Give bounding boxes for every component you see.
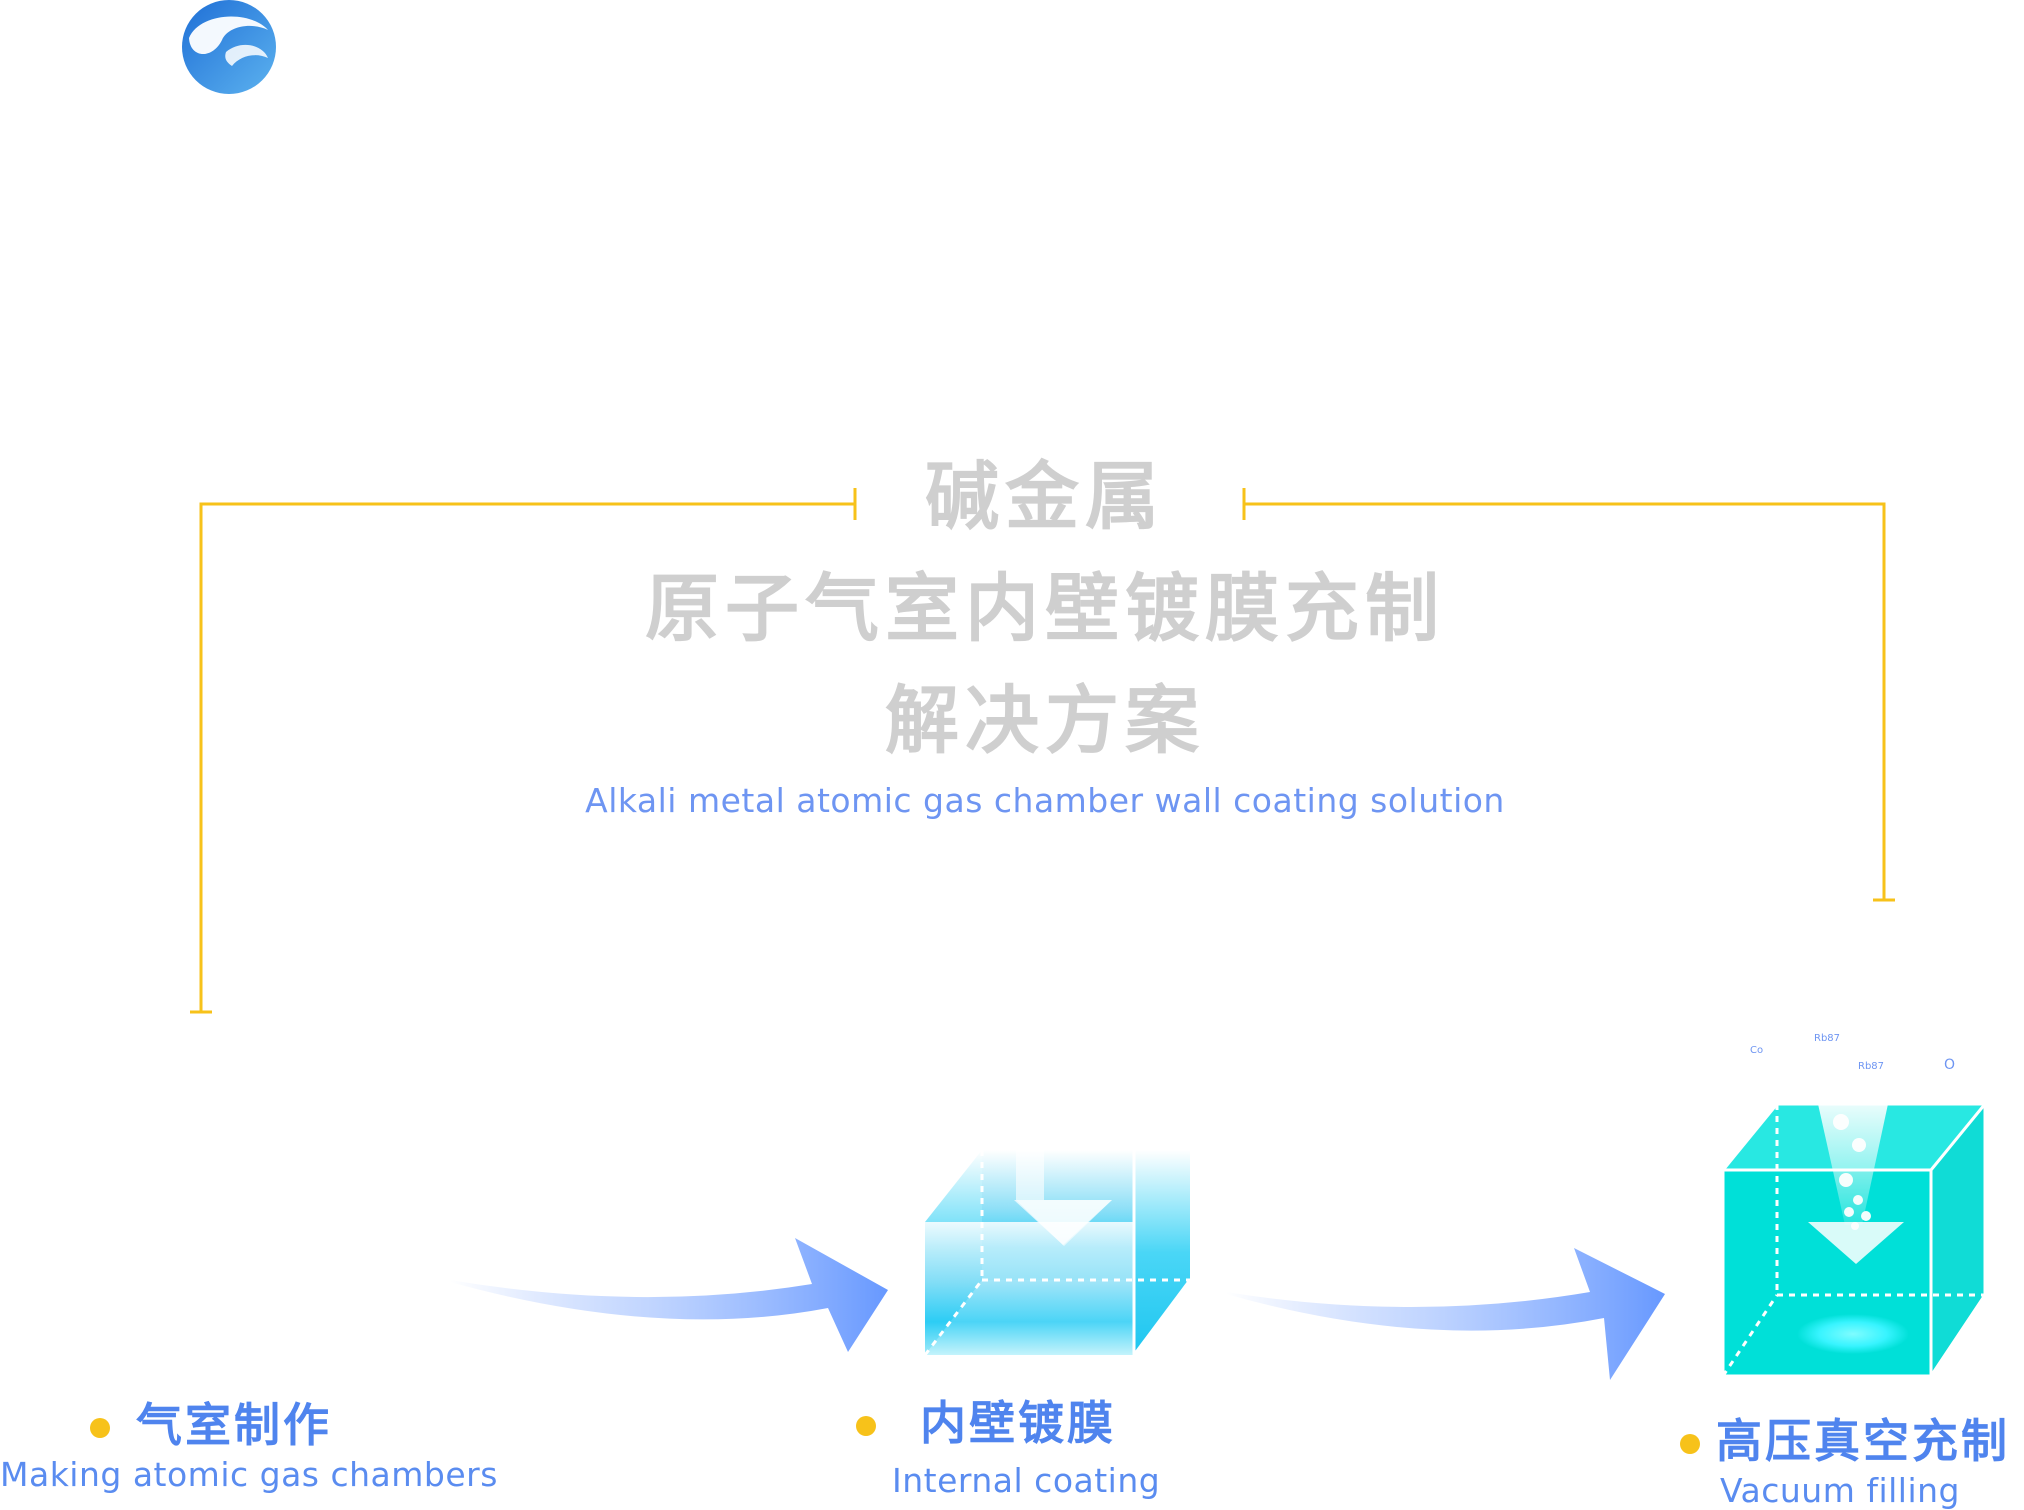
vacuum-box [1721, 1102, 1987, 1378]
step-bullet [1680, 1434, 1700, 1454]
flow-arrow-2 [1226, 1248, 1665, 1380]
gas-label-co: Co [1750, 1045, 1764, 1056]
title-line-2: 原子气室内壁镀膜充制 [645, 566, 1445, 652]
gas-label-rb87: Rb87 [1858, 1061, 1885, 1072]
step-title-zh: 内壁镀膜 [920, 1396, 1116, 1450]
step-title-en: Vacuum filling [1720, 1471, 1960, 1510]
gas-label-o2: O [1944, 1057, 1956, 1073]
step-bullet [856, 1416, 876, 1436]
title-line-3: 解决方案 [885, 678, 1205, 764]
step-title-en: Internal coating [892, 1461, 1161, 1500]
gas-label-rb87: Rb87 [1814, 1033, 1841, 1044]
step-title-zh: 气室制作 [136, 1398, 332, 1452]
subtitle: Alkali metal atomic gas chamber wall coa… [585, 781, 1505, 820]
logo-icon [182, 0, 276, 94]
flow-arrow-1 [450, 1238, 888, 1352]
title-line-1: 碱金属 [925, 454, 1165, 540]
step-bullet [90, 1418, 110, 1438]
step-title-en: Making atomic gas chambers [0, 1455, 498, 1494]
bracket-lines [190, 488, 1895, 1014]
step-title-zh: 高压真空充制 [1716, 1414, 2010, 1468]
coating-box [923, 1010, 1192, 1356]
